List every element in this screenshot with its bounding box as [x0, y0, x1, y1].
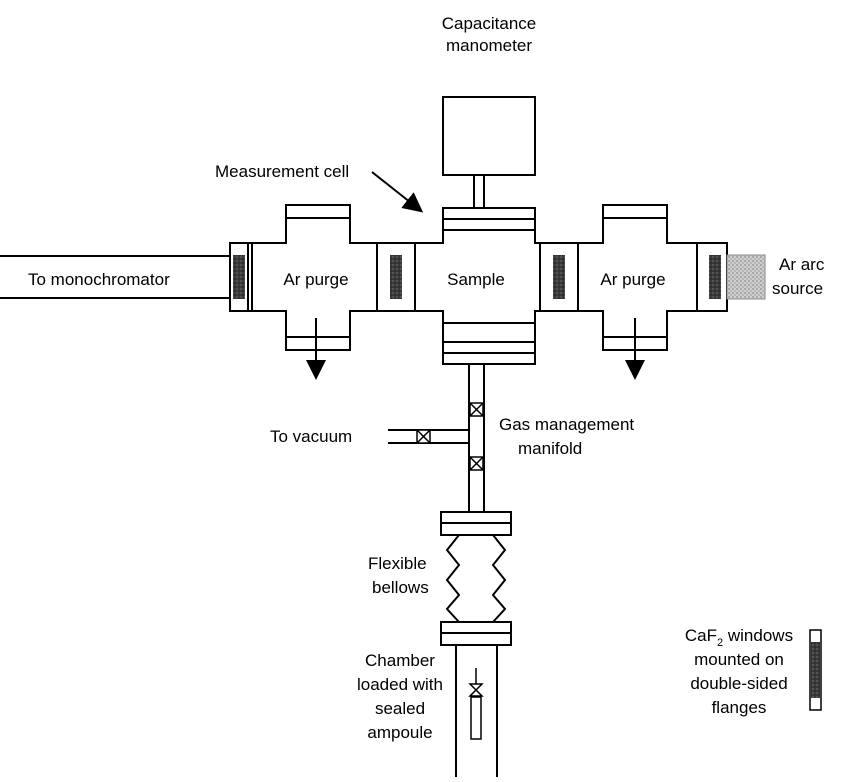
ar-arc-source-box [726, 254, 766, 300]
sample-cell [414, 207, 541, 365]
ampoule-chamber [455, 645, 498, 777]
caf2-legend-line2: mounted on [694, 650, 784, 669]
bellows-bottom-flange [440, 621, 512, 646]
monochromator-tube [0, 255, 230, 299]
gas-manifold-label-line2: manifold [518, 439, 582, 458]
ar-purge-left-label: Ar purge [283, 270, 348, 289]
right-purge-cross [577, 204, 698, 351]
labels: Capacitance manometer Measurement cell T… [28, 14, 825, 742]
left-window-flange [229, 242, 253, 312]
chamber-label-line3: sealed [375, 699, 425, 718]
right-center-window-flange [539, 242, 579, 312]
caf2-legend-line1: CaF2 windows [685, 626, 793, 649]
to-vacuum-label: To vacuum [270, 427, 352, 446]
capacitance-manometer [442, 96, 536, 208]
gas-manifold-label-line1: Gas management [499, 415, 634, 434]
left-purge-cross [251, 204, 378, 351]
sample-label: Sample [447, 270, 505, 289]
sealed-ampoule [468, 668, 484, 740]
valve-icon [469, 402, 484, 417]
ar-arc-label-line2: source [772, 279, 823, 298]
caf2-legend-line3: double-sided [690, 674, 787, 693]
left-center-window-flange [376, 242, 416, 312]
caf2-window-legend-icon [809, 629, 822, 711]
chamber-label-line2: loaded with [357, 675, 443, 694]
measurement-cell-arrow [371, 171, 424, 213]
capacitance-label-line2: manometer [446, 36, 532, 55]
to-monochromator-label: To monochromator [28, 270, 170, 289]
bellows-label-line1: Flexible [368, 554, 427, 573]
flexible-bellows [445, 534, 507, 623]
bellows-top-flange [440, 511, 512, 536]
bellows-label-line2: bellows [372, 578, 429, 597]
measurement-cell-label: Measurement cell [215, 162, 349, 181]
chamber-label-line1: Chamber [365, 651, 435, 670]
chamber-label-line4: ampoule [367, 723, 432, 742]
ar-purge-right-label: Ar purge [600, 270, 665, 289]
caf2-legend-line4: flanges [712, 698, 767, 717]
right-window-flange [696, 242, 728, 312]
gas-manifold-tube [468, 364, 485, 512]
capacitance-label-line1: Capacitance [442, 14, 537, 33]
valve-icon [469, 456, 484, 471]
ar-arc-label-line1: Ar arc [779, 255, 825, 274]
valve-icon [416, 429, 431, 444]
